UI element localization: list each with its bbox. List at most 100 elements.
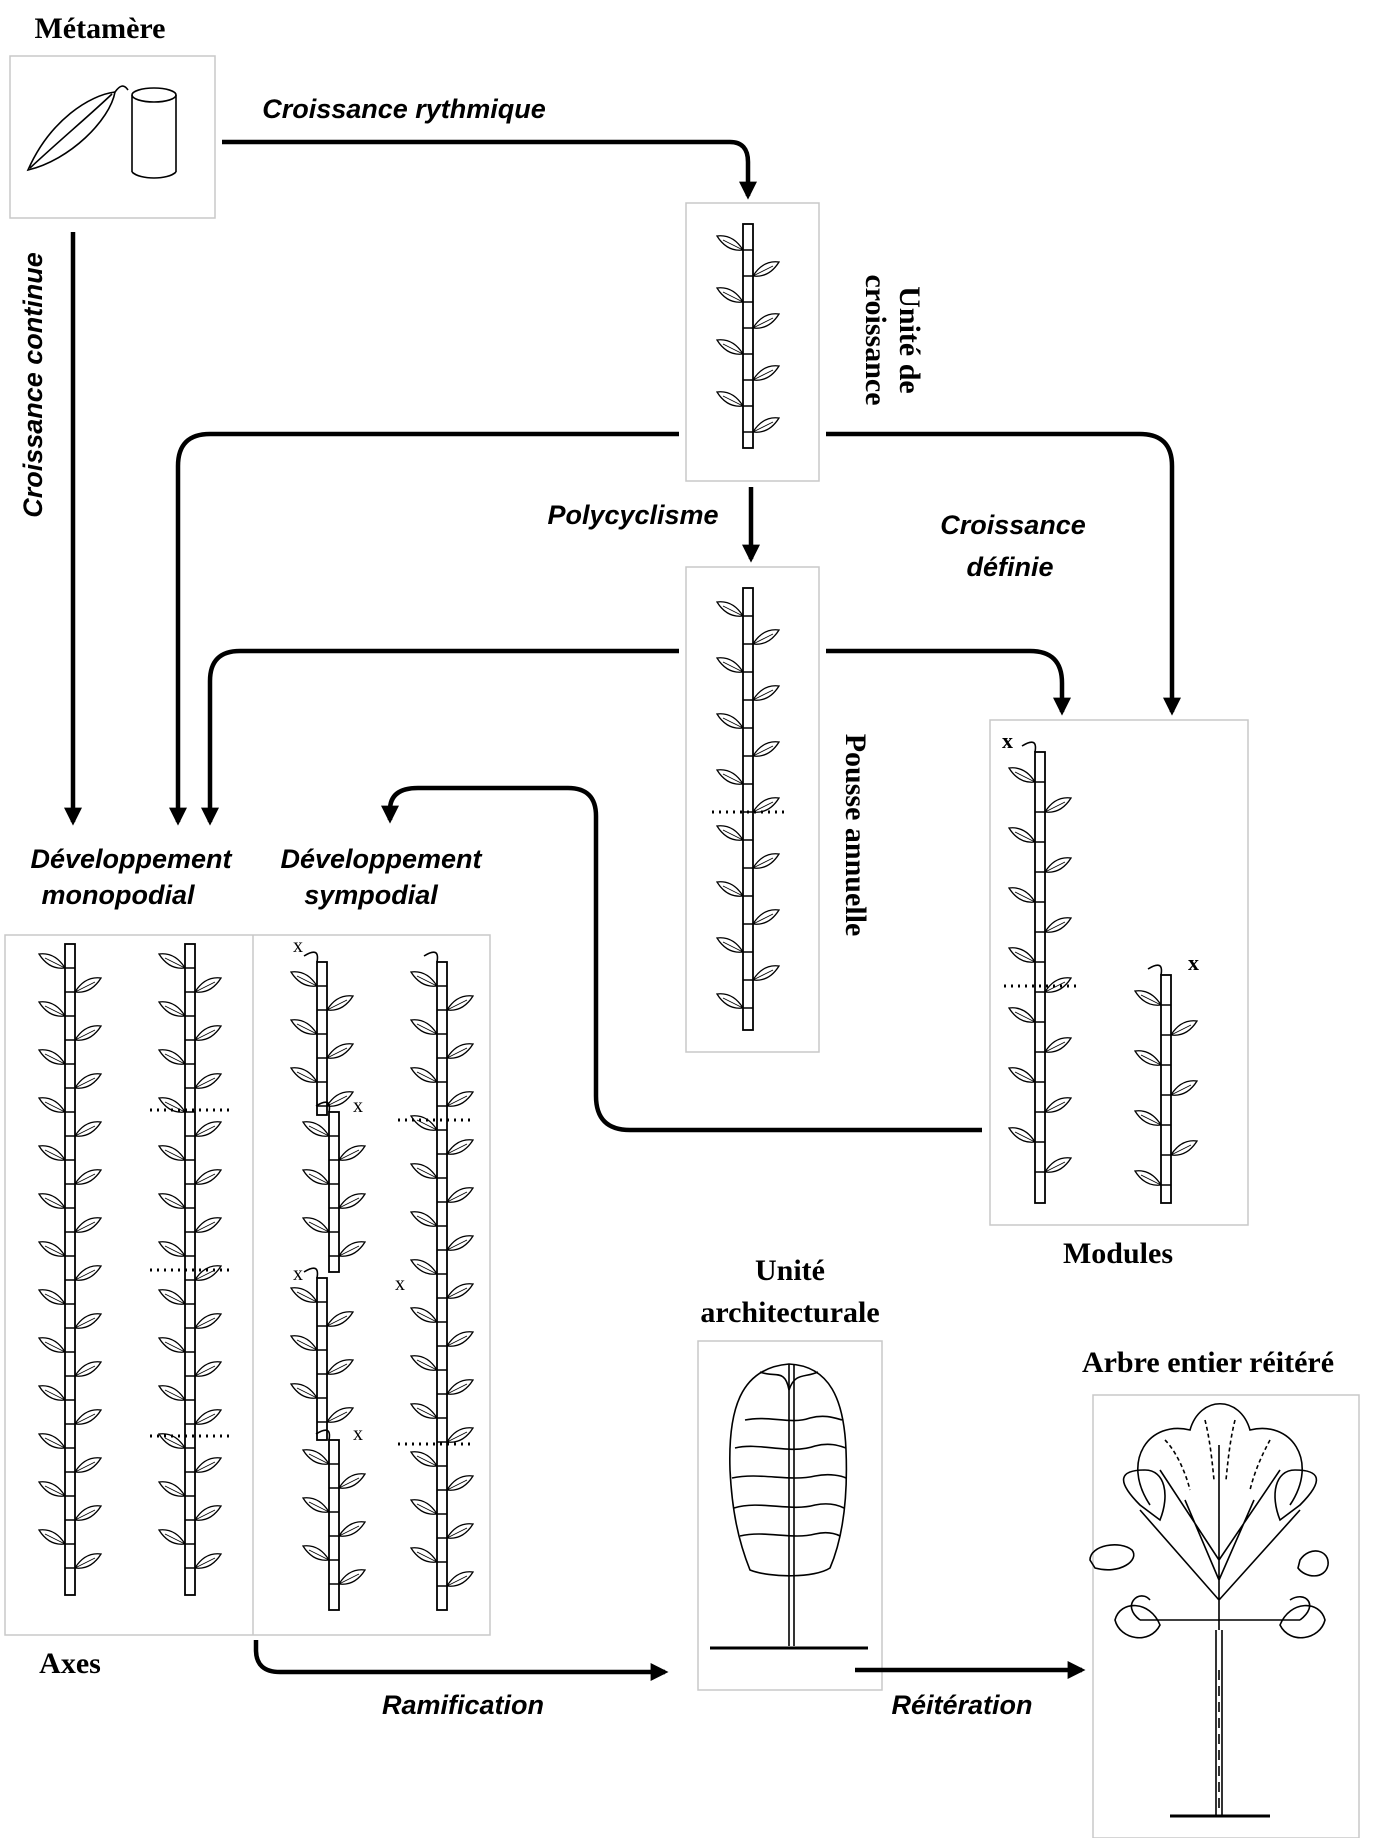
dev-monopodial-label-line2: monopodial — [42, 880, 195, 910]
leaf-vein — [164, 1389, 186, 1401]
leaf-vein — [722, 343, 744, 355]
plant-drawings — [37, 223, 1199, 1611]
leaf-vein — [164, 1485, 186, 1497]
unite-architecturale-label-line1: Unité — [755, 1254, 825, 1287]
leaf-vein — [338, 1149, 360, 1161]
leaf-vein — [194, 1557, 216, 1569]
leaf-vein — [44, 1053, 66, 1065]
leaf-vein — [74, 981, 96, 993]
terminal-marker: x — [1188, 950, 1199, 975]
leaf-vein — [722, 661, 744, 673]
leaf-vein — [1014, 1071, 1036, 1083]
leaf-vein — [752, 969, 774, 981]
leaf-vein — [74, 1557, 96, 1569]
polycyclisme-label: Polycyclisme — [547, 500, 718, 530]
leaf-vein — [752, 857, 774, 869]
leaf-vein — [326, 1315, 348, 1327]
stem — [1160, 974, 1172, 1204]
unite-architecturale-label-line2: architecturale — [700, 1296, 879, 1329]
leaf-vein — [74, 1077, 96, 1089]
leaf-vein — [74, 1029, 96, 1041]
leaf-vein — [722, 717, 744, 729]
leaf-vein — [326, 1363, 348, 1375]
stem — [316, 961, 328, 1116]
terminal-marker: x — [293, 935, 303, 957]
leaf-vein — [194, 1125, 216, 1137]
leaf-vein — [722, 941, 744, 953]
leaf-vein — [194, 1029, 216, 1041]
leaf-vein — [338, 1245, 360, 1257]
leaf-vein — [1014, 951, 1036, 963]
leaf-vein — [164, 1245, 186, 1257]
dev-sympodial-label-line1: Développement — [280, 844, 482, 874]
leaf-vein — [44, 1149, 66, 1161]
arrow-croissance-definie — [826, 431, 1181, 716]
leaf-vein — [1044, 861, 1066, 873]
leaf-vein — [74, 1509, 96, 1521]
leaf-vein — [752, 421, 774, 433]
leaf-vein — [338, 1525, 360, 1537]
leaf-vein — [44, 1005, 66, 1017]
leaf-vein — [722, 395, 744, 407]
leaf-vein — [1044, 1041, 1066, 1053]
arrow-pa-to-monopodial — [201, 648, 679, 826]
leaf-vein — [416, 1503, 438, 1515]
leaf-vein — [308, 1221, 330, 1233]
leaf-vein — [308, 1501, 330, 1513]
stem-hook — [1021, 741, 1037, 753]
leaf-vein — [44, 1341, 66, 1353]
pousse-annuelle-label: Pousse annuelle — [839, 734, 872, 937]
leaf-vein — [416, 1551, 438, 1563]
leaf-vein — [446, 1575, 468, 1587]
leaf-vein — [338, 1477, 360, 1489]
stem-hook — [303, 1267, 319, 1279]
unite-croissance-label-line2: croissance — [859, 274, 892, 405]
leaf-vein — [446, 1527, 468, 1539]
unite-croissance-label: Unité de croissance — [859, 274, 926, 405]
croissance-definie-label-line2: définie — [966, 552, 1053, 582]
leaf-vein — [164, 1293, 186, 1305]
leaf-vein — [1014, 1011, 1036, 1023]
dev-sympodial-label-line2: sympodial — [304, 880, 438, 910]
leaf-vein — [74, 1269, 96, 1281]
arbre-entier-box — [1092, 1394, 1360, 1838]
leaf-vein — [194, 1317, 216, 1329]
leaf-vein — [722, 291, 744, 303]
leaf-vein — [752, 633, 774, 645]
leaf-vein — [752, 801, 774, 813]
leaf-vein — [416, 1023, 438, 1035]
leaf-vein — [1140, 1054, 1162, 1066]
leaf-vein — [164, 1197, 186, 1209]
leaf-vein — [194, 1413, 216, 1425]
leaf-vein — [446, 1335, 468, 1347]
terminal-marker: x — [1002, 728, 1013, 753]
leaf-vein — [326, 1095, 348, 1107]
leaf-vein — [722, 829, 744, 841]
leaf-vein — [446, 1047, 468, 1059]
leaf-vein — [194, 981, 216, 993]
stem — [742, 587, 754, 1031]
leaf-vein — [326, 1411, 348, 1423]
leaf-vein — [74, 1413, 96, 1425]
leaf-vein — [722, 773, 744, 785]
leaf-vein — [326, 1047, 348, 1059]
croissance-rythmique-label: Croissance rythmique — [262, 94, 546, 124]
leaf-vein — [722, 885, 744, 897]
leaf-vein — [164, 1053, 186, 1065]
leaf-vein — [446, 1095, 468, 1107]
leaf-vein — [308, 1173, 330, 1185]
leaf-vein — [752, 745, 774, 757]
leaf-vein — [308, 1549, 330, 1561]
stem — [328, 1439, 340, 1611]
leaf-vein — [1044, 921, 1066, 933]
leaf-vein — [308, 1125, 330, 1137]
leaf-vein — [44, 1437, 66, 1449]
leaf-vein — [44, 1293, 66, 1305]
leaf-vein — [416, 1359, 438, 1371]
stem — [64, 943, 76, 1596]
leaf-vein — [44, 1485, 66, 1497]
leaf-vein — [44, 1533, 66, 1545]
leaf-vein — [416, 1407, 438, 1419]
leaf-vein — [752, 689, 774, 701]
dev-monopodial-label-line1: Développement — [30, 844, 232, 874]
